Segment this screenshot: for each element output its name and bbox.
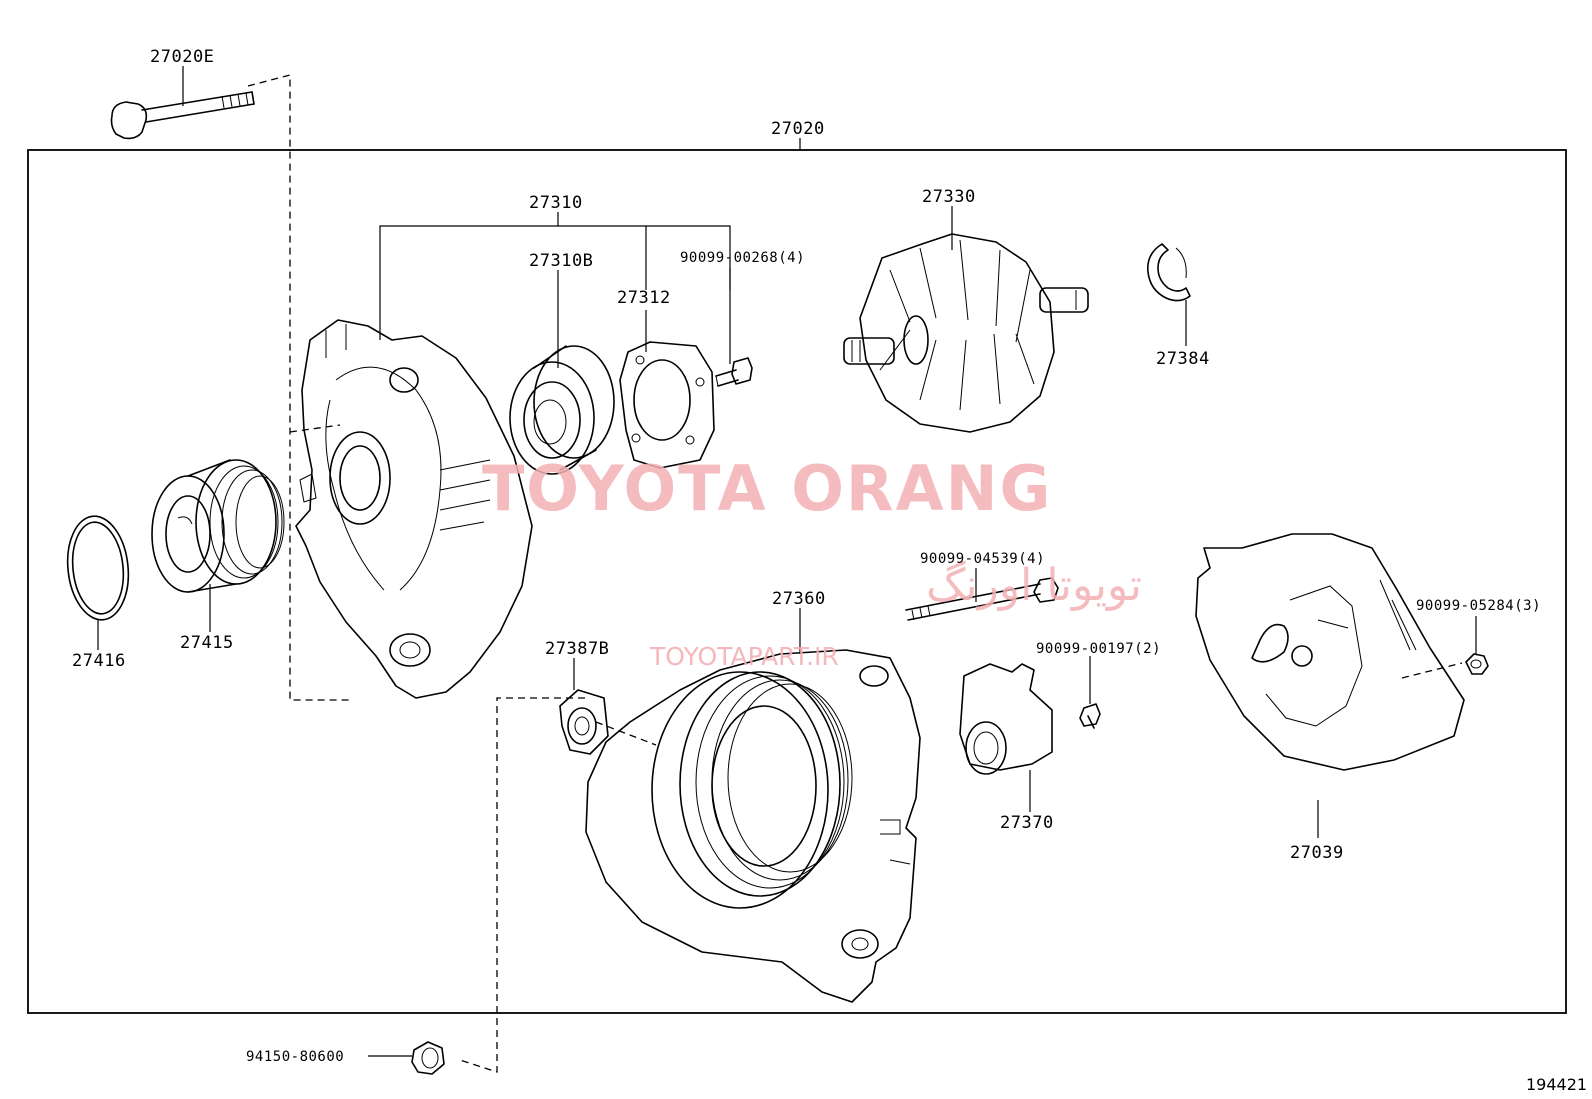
dashed-assembly-lines — [247, 74, 1463, 1073]
label-27387b: 27387B — [545, 639, 609, 659]
label-27312: 27312 — [617, 288, 671, 308]
rectifier-end-frame-27360 — [585, 649, 921, 1003]
screw-90099-00197 — [1079, 703, 1101, 729]
retainer-plate-27312 — [619, 341, 715, 469]
label-27039: 27039 — [1290, 843, 1344, 863]
clip-27384 — [1146, 243, 1191, 302]
watermark-brand-fa: تویوتا اورنگ — [926, 560, 1142, 611]
drive-end-frame — [295, 319, 533, 699]
label-27384: 27384 — [1156, 349, 1210, 369]
label-94150-80600: 94150-80600 — [246, 1049, 344, 1065]
rear-cover-27039 — [1195, 533, 1465, 771]
leader-lines — [97, 66, 1477, 1057]
watermark: TOYOTA ORANG تویوتا اورنگ TOYOTAPART.IR — [482, 452, 1142, 671]
nut-94150-80600 — [411, 1041, 445, 1075]
label-27330: 27330 — [922, 187, 976, 207]
assembly-frame — [27, 149, 1567, 1014]
watermark-brand: TOYOTA ORANG — [482, 452, 1052, 525]
label-90099-00197: 90099-00197(2) — [1036, 641, 1161, 657]
screw-90099-00268 — [715, 357, 753, 387]
brush-holder-27370 — [959, 663, 1053, 775]
label-27310: 27310 — [529, 193, 583, 213]
rotor-27330 — [843, 233, 1089, 433]
label-27020e: 27020E — [150, 47, 214, 67]
label-90099-00268: 90099-00268(4) — [680, 250, 805, 266]
nut-90099-05284 — [1465, 653, 1489, 675]
bolt-27020e — [110, 91, 255, 140]
label-90099-04539: 90099-04539(4) — [920, 551, 1045, 567]
bolt-90099-04539 — [905, 577, 1059, 621]
label-27416: 27416 — [72, 651, 126, 671]
label-90099-05284: 90099-05284(3) — [1416, 598, 1541, 614]
bearing-27310b — [509, 345, 615, 475]
label-27415: 27415 — [180, 633, 234, 653]
pulley-27415 — [151, 459, 285, 593]
watermark-site: TOYOTAPART.IR — [649, 642, 839, 671]
cap-27387b — [559, 689, 609, 755]
figure-number: 194421 — [1526, 1075, 1587, 1094]
label-27310b: 27310B — [529, 251, 593, 271]
label-27370: 27370 — [1000, 813, 1054, 833]
part-labels: 27020E 27020 27310 27310B 27312 90099-00… — [72, 47, 1541, 1065]
snap-ring-27416 — [66, 515, 130, 621]
label-27020: 27020 — [771, 119, 825, 139]
label-27360: 27360 — [772, 589, 826, 609]
